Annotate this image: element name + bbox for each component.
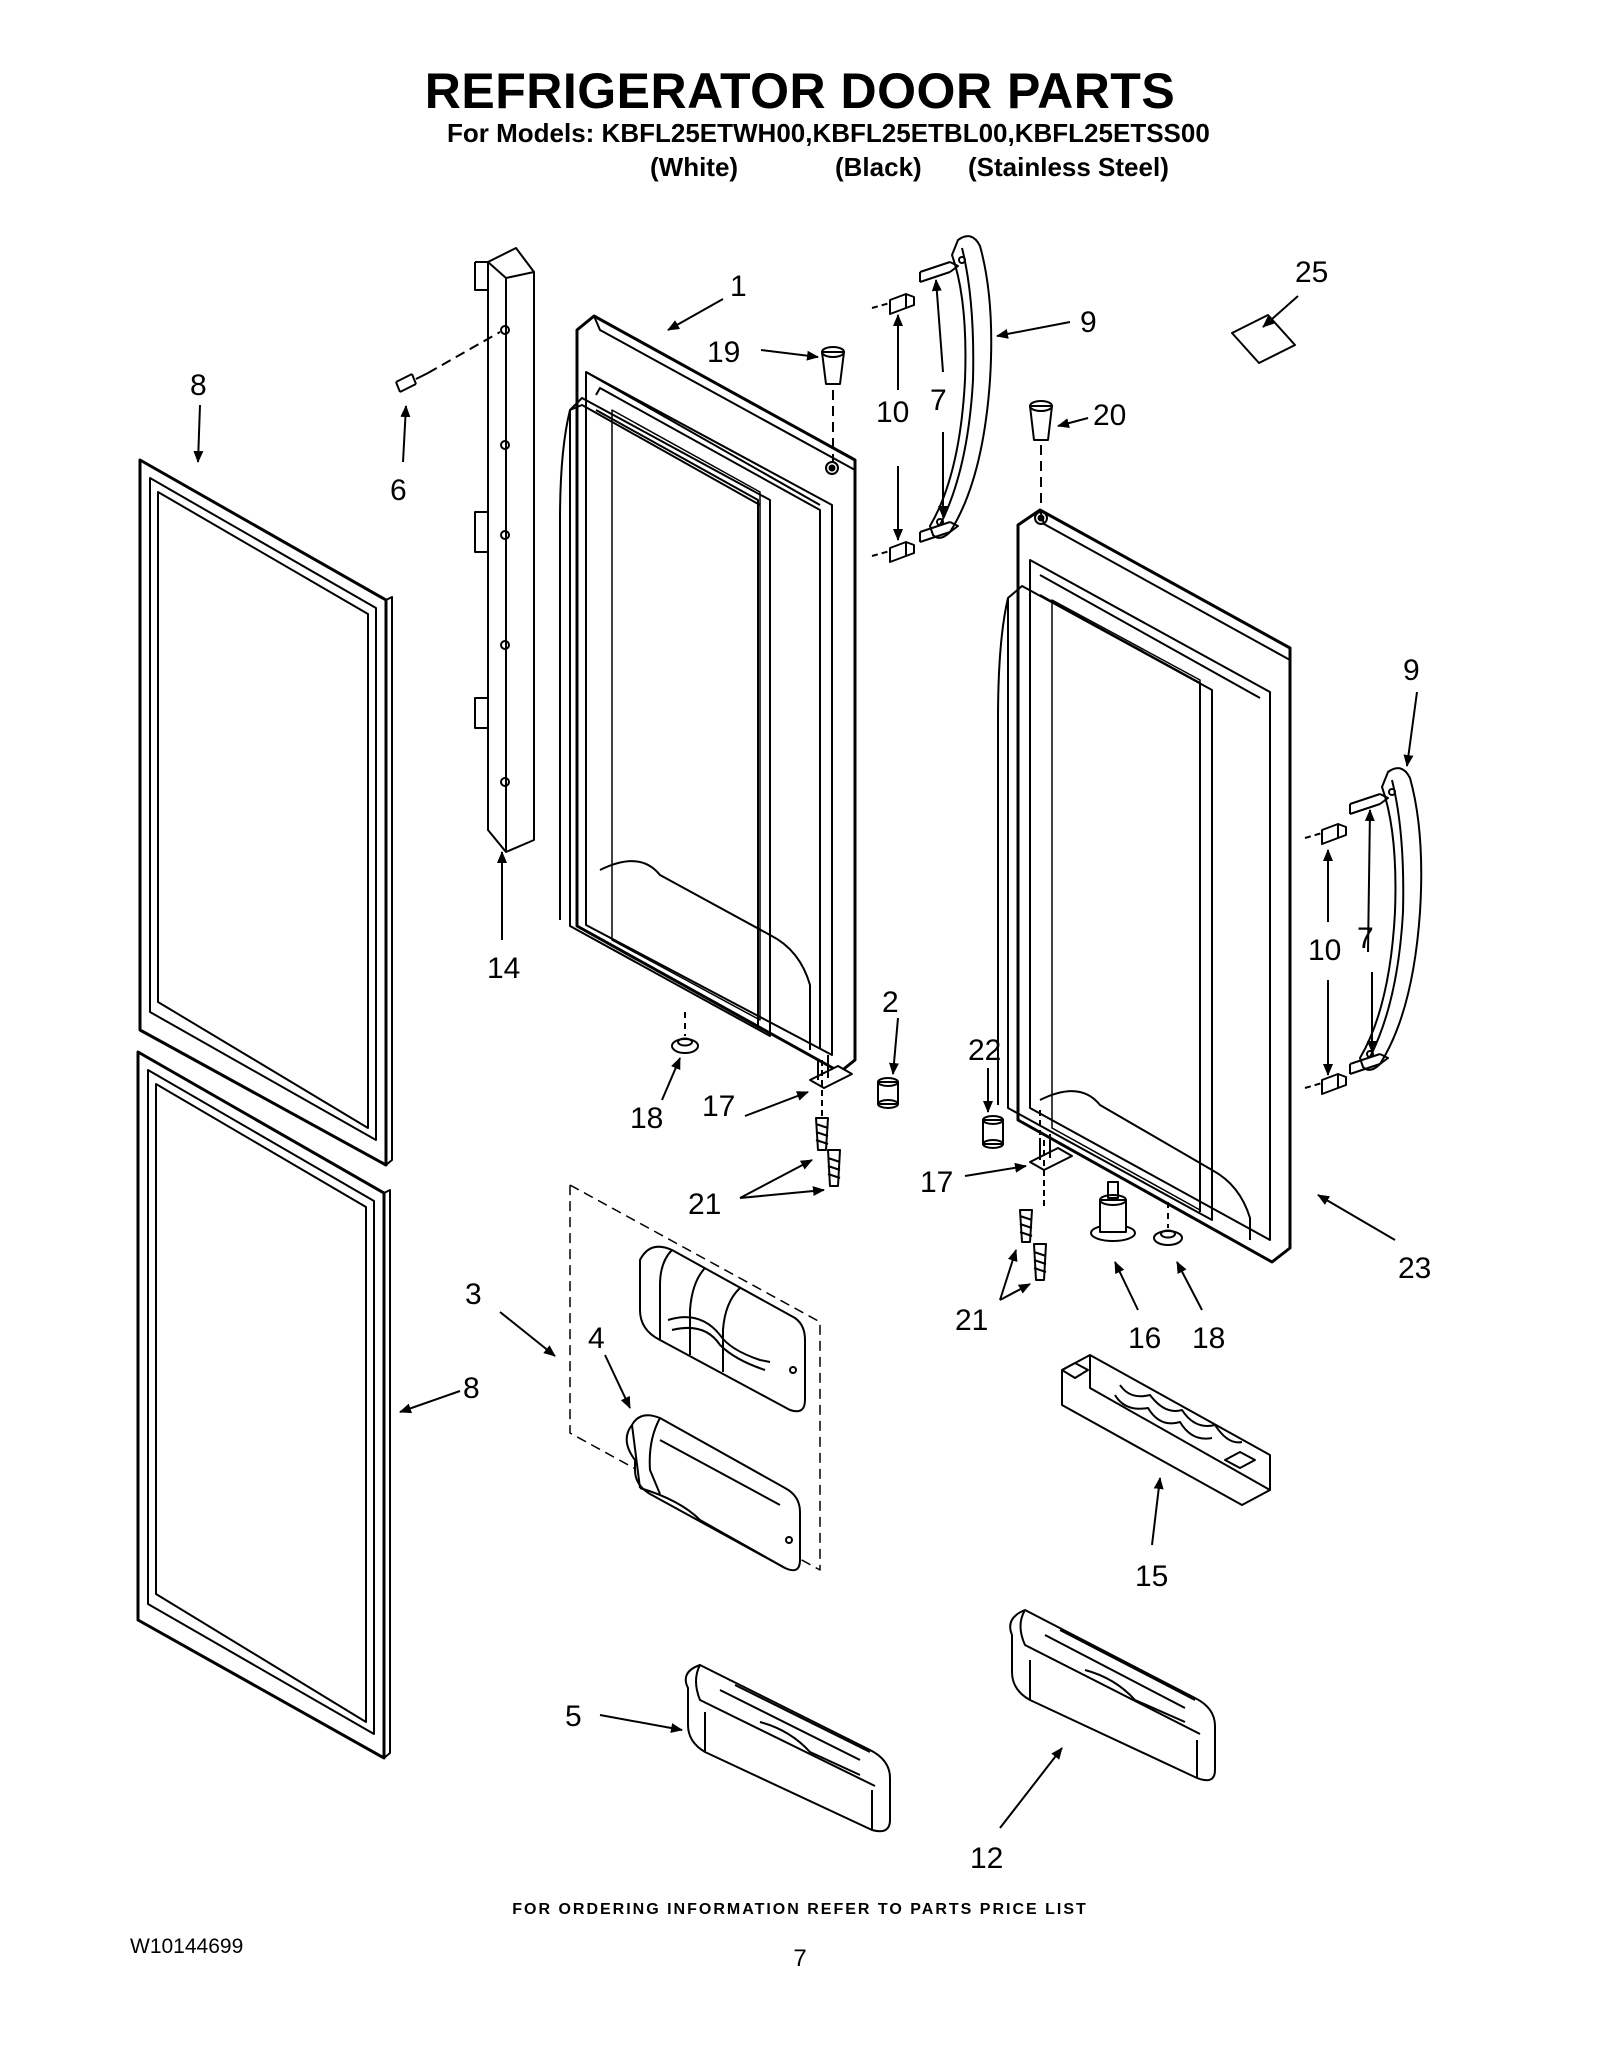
callout-7-upper: 7 xyxy=(930,384,947,417)
variant-stainless: (Stainless Steel) xyxy=(968,152,1169,182)
handle-studs-right xyxy=(1304,823,1347,1095)
handle-screws-right xyxy=(1349,793,1389,1075)
screws-21-left xyxy=(815,1117,841,1187)
callout-9-lower: 9 xyxy=(1403,654,1420,687)
hinge-pin-2 xyxy=(877,1077,899,1109)
callout-20: 20 xyxy=(1093,399,1126,432)
callout-16: 16 xyxy=(1128,1322,1161,1355)
callout-2: 2 xyxy=(882,986,899,1019)
right-door xyxy=(997,508,1292,1264)
callout-18-right: 18 xyxy=(1192,1322,1225,1355)
callout-4: 4 xyxy=(588,1322,605,1355)
left-door xyxy=(559,314,857,1074)
callout-7-lower: 7 xyxy=(1357,922,1374,955)
upper-door-gasket xyxy=(138,458,393,1167)
variant-black: (Black) xyxy=(835,152,922,182)
door-bin-12 xyxy=(1009,1609,1216,1782)
screws-21-right xyxy=(1019,1209,1047,1281)
rating-label xyxy=(1231,314,1296,364)
ordering-note: FOR ORDERING INFORMATION REFER TO PARTS … xyxy=(512,1901,1088,1918)
door-cap-19 xyxy=(821,346,845,462)
document-id: W10144699 xyxy=(130,1935,244,1958)
callout-8-upper: 8 xyxy=(190,369,207,402)
callout-12: 12 xyxy=(970,1842,1003,1875)
callout-10-lower: 10 xyxy=(1308,934,1341,967)
door-cap-20 xyxy=(1029,400,1053,508)
handle-studs-left xyxy=(871,293,915,563)
callout-1: 1 xyxy=(730,270,747,303)
callout-25: 25 xyxy=(1295,256,1328,289)
callout-18-left: 18 xyxy=(630,1102,663,1135)
callout-3: 3 xyxy=(465,1278,482,1311)
hinge-trim-strip xyxy=(474,247,535,853)
egg-tray xyxy=(1061,1354,1271,1506)
callout-21-right: 21 xyxy=(955,1304,988,1337)
model-list: For Models: KBFL25ETWH00,KBFL25ETBL00,KB… xyxy=(447,118,1210,148)
door-bin-5 xyxy=(684,1664,891,1833)
callout-10-upper: 10 xyxy=(876,396,909,429)
callout-6: 6 xyxy=(390,474,407,507)
page-number: 7 xyxy=(793,1945,807,1972)
callout-14: 14 xyxy=(487,952,520,985)
callout-labels: 1 19 10 7 9 25 20 8 6 14 18 17 2 21 3 4 … xyxy=(190,256,1431,1875)
callout-9-upper: 9 xyxy=(1080,306,1097,339)
callout-21-left: 21 xyxy=(688,1188,721,1221)
bushing-18-left xyxy=(671,1012,699,1054)
callout-5: 5 xyxy=(565,1700,582,1733)
leader-arrows xyxy=(193,279,1418,1829)
callout-8-lower: 8 xyxy=(463,1372,480,1405)
callout-17-left: 17 xyxy=(702,1090,735,1123)
door-cam-16 xyxy=(1090,1181,1136,1242)
dairy-bin xyxy=(625,1414,801,1572)
variant-white: (White) xyxy=(650,152,739,182)
hinge-bracket-17-right xyxy=(1029,1110,1073,1210)
callout-22: 22 xyxy=(968,1034,1001,1067)
lower-door-gasket xyxy=(136,1050,391,1760)
bushing-18-right xyxy=(1153,1202,1183,1246)
handle-screws-left xyxy=(919,261,959,543)
dairy-door-cover xyxy=(639,1245,806,1413)
callout-15: 15 xyxy=(1135,1560,1168,1593)
hinge-pin-22 xyxy=(982,1115,1004,1149)
callout-19: 19 xyxy=(707,336,740,369)
dairy-module-group-box xyxy=(569,1184,821,1571)
hinge-bracket-17-left xyxy=(809,1055,853,1120)
callout-17-right: 17 xyxy=(920,1166,953,1199)
page-title: REFRIGERATOR DOOR PARTS xyxy=(424,63,1176,119)
screw-6 xyxy=(395,331,501,393)
callout-23: 23 xyxy=(1398,1252,1431,1285)
